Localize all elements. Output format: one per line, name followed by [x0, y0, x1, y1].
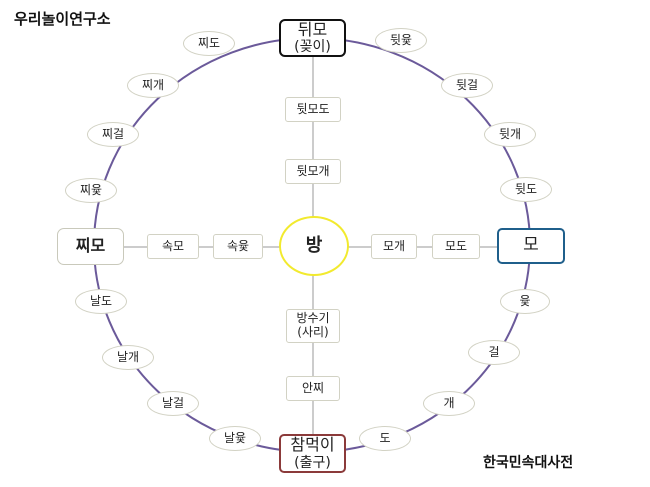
- ring-top-left-4: 찌윷: [65, 178, 117, 203]
- ring-bottom-left-2-label: 날개: [116, 349, 140, 364]
- spoke-left-inner-label: 속윷: [226, 238, 250, 253]
- brand-title: 우리놀이연구소: [14, 10, 111, 28]
- center-label: 방: [305, 234, 323, 256]
- ring-top-right-4: 뒷도: [500, 177, 552, 202]
- corner-right-label: 모: [523, 235, 539, 256]
- ring-top-left-3: 찌걸: [87, 122, 139, 147]
- ring-top-right-2: 뒷걸: [441, 73, 493, 98]
- ring-top-right-4-label: 뒷도: [514, 181, 538, 196]
- corner-top-node: 뒤모 (꽂이): [279, 19, 346, 57]
- ring-top-right-1-label: 뒷윷: [389, 32, 413, 47]
- spoke-bottom-outer-label: 안찌: [301, 380, 325, 395]
- corner-right-node: 모: [497, 228, 565, 264]
- ring-top-left-4-label: 찌윷: [79, 182, 103, 197]
- corner-bottom-sublabel: (출구): [294, 454, 331, 471]
- ring-bottom-right-3-label: 개: [443, 395, 455, 410]
- ring-bottom-left-3: 날걸: [147, 391, 199, 416]
- corner-bottom-label: 참먹이: [290, 435, 335, 455]
- ring-bottom-left-1: 날도: [75, 289, 127, 314]
- spoke-bottom-inner-sublabel: (사리): [297, 325, 329, 339]
- ring-bottom-left-4-label: 날윷: [223, 430, 247, 445]
- ring-bottom-left-3-label: 날걸: [161, 395, 185, 410]
- spoke-right-outer: 모도: [432, 234, 480, 259]
- spoke-right-inner-label: 모개: [382, 238, 406, 253]
- ring-bottom-left-1-label: 날도: [89, 293, 113, 308]
- spoke-left-outer: 속모: [147, 234, 199, 259]
- spoke-bottom-inner: 방수기 (사리): [286, 309, 340, 343]
- ring-top-left-2: 찌개: [127, 73, 179, 98]
- ring-bottom-right-4-label: 도: [379, 430, 391, 445]
- ring-bottom-left-2: 날개: [102, 345, 154, 370]
- spoke-top-outer: 뒷모도: [285, 97, 341, 122]
- corner-top-label: 뒤모: [297, 19, 328, 39]
- ring-bottom-right-1-label: 윷: [519, 293, 531, 308]
- ring-bottom-right-4: 도: [359, 426, 411, 451]
- spoke-left-outer-label: 속모: [161, 238, 185, 253]
- spoke-right-outer-label: 모도: [444, 238, 468, 253]
- spoke-left-inner: 속윷: [213, 234, 263, 259]
- ring-bottom-left-4: 날윷: [209, 426, 261, 451]
- ring-bottom-right-2: 걸: [468, 340, 520, 365]
- ring-top-right-3-label: 뒷개: [498, 126, 522, 141]
- ring-bottom-right-2-label: 걸: [488, 344, 500, 359]
- spoke-top-outer-label: 뒷모도: [296, 101, 330, 116]
- corner-left-label: 찌모: [75, 236, 106, 256]
- spoke-top-inner: 뒷모개: [285, 159, 341, 184]
- ring-top-left-1: 찌도: [183, 31, 235, 56]
- spoke-top-inner-label: 뒷모개: [296, 163, 330, 178]
- spoke-bottom-inner-label: 방수기: [296, 311, 330, 326]
- ring-top-right-2-label: 뒷걸: [455, 77, 479, 92]
- ring-top-left-1-label: 찌도: [197, 35, 221, 50]
- ring-top-right-1: 뒷윷: [375, 28, 427, 53]
- ring-bottom-right-3: 개: [423, 391, 475, 416]
- ring-top-right-3: 뒷개: [484, 122, 536, 147]
- ring-top-left-2-label: 찌개: [141, 77, 165, 92]
- corner-bottom-node: 참먹이 (출구): [279, 434, 346, 473]
- corner-left-node: 찌모: [57, 228, 124, 265]
- source-credit: 한국민속대사전: [483, 455, 574, 471]
- center-node: 방: [279, 216, 349, 276]
- spoke-bottom-outer: 안찌: [286, 376, 340, 401]
- ring-top-left-3-label: 찌걸: [101, 126, 125, 141]
- corner-top-sublabel: (꽂이): [294, 39, 331, 56]
- ring-bottom-right-1: 윷: [500, 289, 550, 314]
- spoke-right-inner: 모개: [371, 234, 417, 259]
